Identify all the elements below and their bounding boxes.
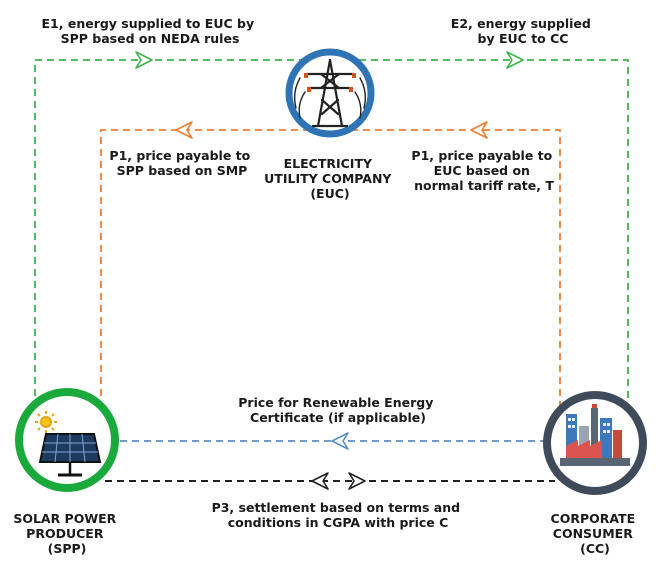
cc-node	[543, 391, 647, 495]
euc-node	[285, 48, 375, 138]
solar-panel-icon	[35, 411, 102, 477]
rec-label: Price for Renewable Energy Certificate (…	[238, 395, 437, 425]
e1-arrow-icon	[135, 51, 153, 69]
rec-arrow-icon	[331, 432, 349, 450]
sun-icon	[35, 411, 57, 433]
spp-node	[15, 388, 119, 492]
cc-name: CORPORATE CONSUMER (CC)	[551, 511, 640, 556]
euc-name: ELECTRICITY UTILITY COMPANY (EUC)	[264, 156, 396, 201]
p1-euc-label: P1, price payable to EUC based on normal…	[411, 148, 556, 193]
spp-name: SOLAR POWER PRODUCER (SPP)	[13, 511, 120, 556]
e1-label: E1, energy supplied to EUC by SPP based …	[42, 16, 259, 46]
euc-ring	[285, 48, 375, 138]
e2-label: E2, energy supplied by EUC to CC	[451, 16, 595, 46]
transmission-tower-icon	[293, 58, 367, 128]
p3-label: P3, settlement based on terms and condit…	[212, 500, 465, 530]
energy-flow-line	[34, 59, 629, 420]
p1-spp-label: P1, price payable to SPP based on SMP	[109, 148, 254, 178]
factory-icon	[560, 404, 630, 466]
